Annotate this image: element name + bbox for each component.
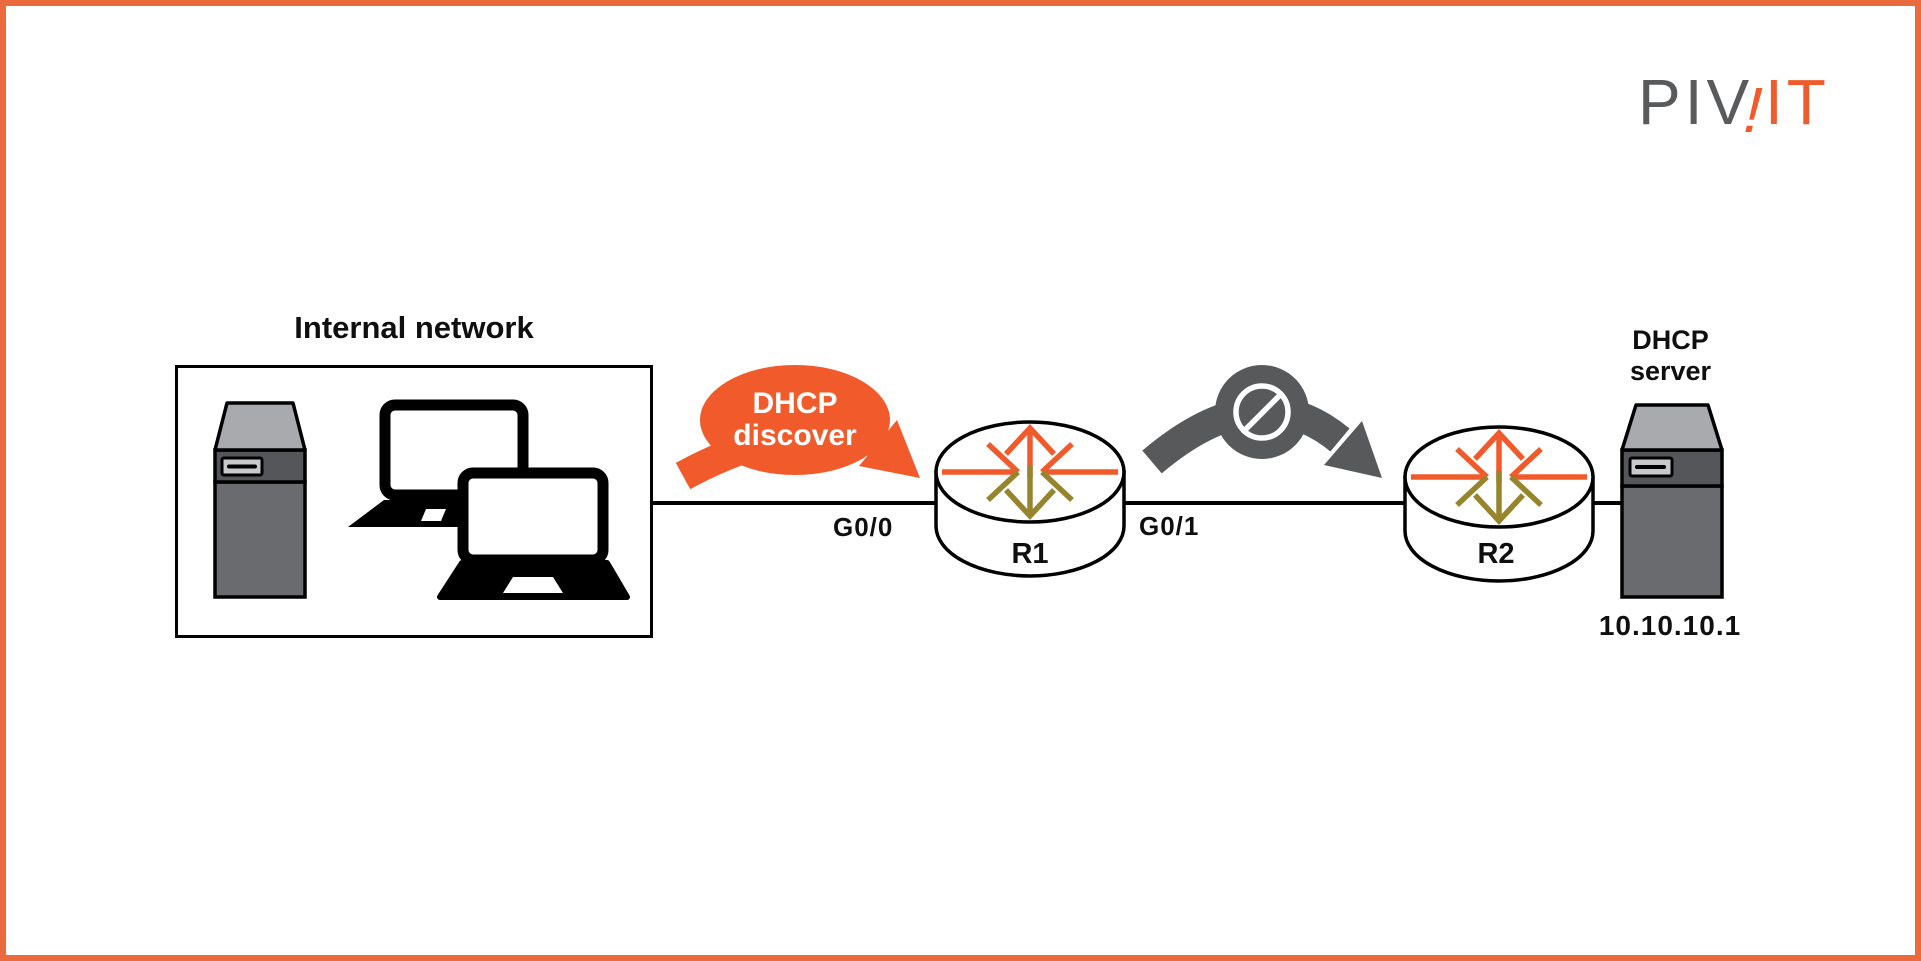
dhcp-server-label-line1: DHCP <box>1632 325 1709 355</box>
dhcp-server-icon <box>1620 403 1724 599</box>
pivit-logo: PIV!IT <box>1638 70 1830 150</box>
dhcp-server-label-line2: server <box>1629 356 1712 386</box>
laptops-icon <box>348 399 630 600</box>
interface-label-g0-1: G0/1 <box>1139 511 1200 541</box>
interface-label-g0-0: G0/0 <box>833 512 894 542</box>
dhcp-discover-bubble: DHCP discover <box>700 365 890 475</box>
router-r1-label: R1 <box>1011 538 1049 570</box>
laptop-front-icon <box>437 467 630 600</box>
dhcp-server-ip: 10.10.10.1 <box>1598 610 1742 641</box>
router-arrows-icon <box>942 423 1118 521</box>
internal-network-label: Internal network <box>294 310 534 345</box>
server-tower-icon <box>213 401 307 599</box>
bubble-line1: DHCP <box>752 387 838 420</box>
blocked-route-arrow-icon <box>1142 365 1382 478</box>
router-r2-icon <box>1403 425 1595 583</box>
router-r2-label: R2 <box>1477 538 1515 570</box>
bubble-line2: discover <box>733 419 857 452</box>
dhcp-server-label: DHCP server <box>1588 325 1753 387</box>
logo-text-orange: IT <box>1764 66 1830 138</box>
router-arrows-icon <box>1411 428 1587 526</box>
router-r1-icon <box>934 420 1126 578</box>
prohibition-icon <box>1215 365 1309 459</box>
link-line-r2-server <box>1590 501 1625 505</box>
link-line-r1-r2 <box>1122 501 1407 505</box>
link-line-lan-r1 <box>651 501 938 505</box>
logo-text-gray: PIV <box>1638 66 1754 138</box>
